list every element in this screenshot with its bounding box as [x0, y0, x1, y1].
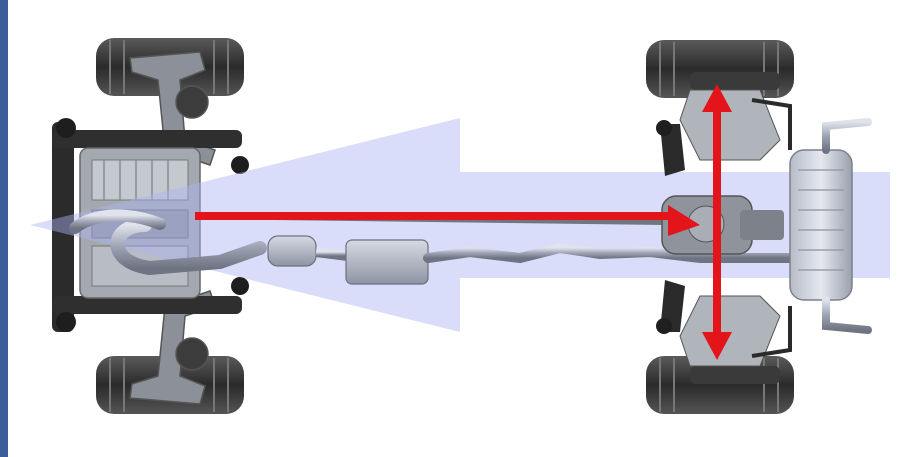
catalytic-converter [267, 235, 317, 267]
front-subframe [52, 118, 249, 332]
frame-right-border [908, 0, 920, 457]
rear-suspension [656, 72, 792, 384]
center-muffler [345, 239, 429, 285]
wheelbase-arrow [195, 205, 700, 236]
rear-track-arrow [702, 84, 732, 360]
front-suspension [129, 51, 216, 405]
direction-flow-arrow [30, 118, 890, 332]
exhaust-system [69, 118, 872, 334]
rear-muffler [789, 149, 853, 301]
frame-left-border [0, 0, 8, 457]
